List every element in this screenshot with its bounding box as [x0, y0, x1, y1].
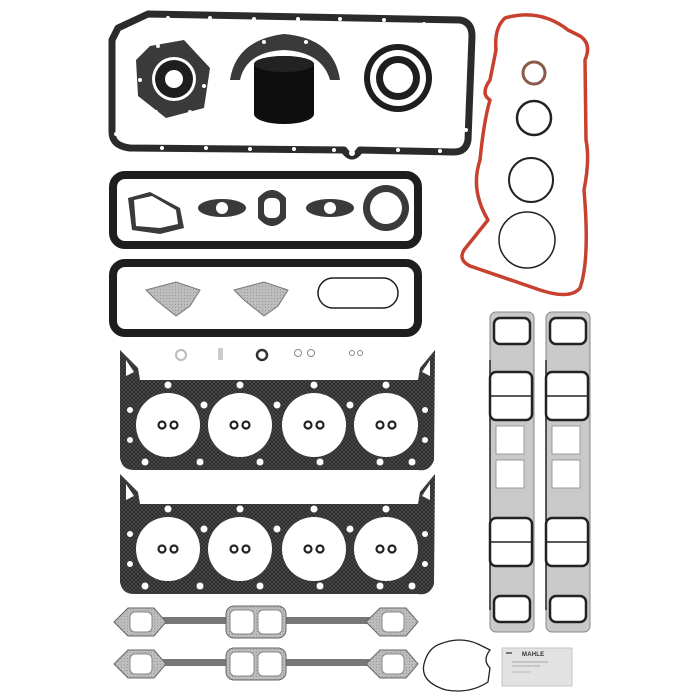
oil-pan-gasket: [108, 10, 476, 160]
small-seals: [175, 348, 363, 362]
red-cover-gasket: [460, 13, 590, 297]
o-ring-housing-seal: [422, 639, 492, 692]
valve-cover-gasket-upper: [109, 171, 422, 249]
exhaust-manifold-gasket-2: [113, 647, 419, 681]
cylinder-head-gasket-2: [120, 474, 435, 595]
cylinder-head-gasket-1: [120, 350, 435, 471]
valve-cover-gasket-lower: [109, 259, 422, 337]
exhaust-manifold-gasket-1: [113, 605, 419, 639]
crankshaft-seal: [364, 44, 432, 112]
intake-manifold-gasket-right: [544, 311, 591, 633]
sachet-brand-label: MAHLE: [522, 652, 545, 658]
rear-main-retainer-gasket: [136, 40, 210, 118]
intake-manifold-gasket-left: [488, 311, 535, 633]
rtv-sealant-sachet: [501, 647, 573, 687]
front-cover-gasket: [230, 34, 340, 124]
